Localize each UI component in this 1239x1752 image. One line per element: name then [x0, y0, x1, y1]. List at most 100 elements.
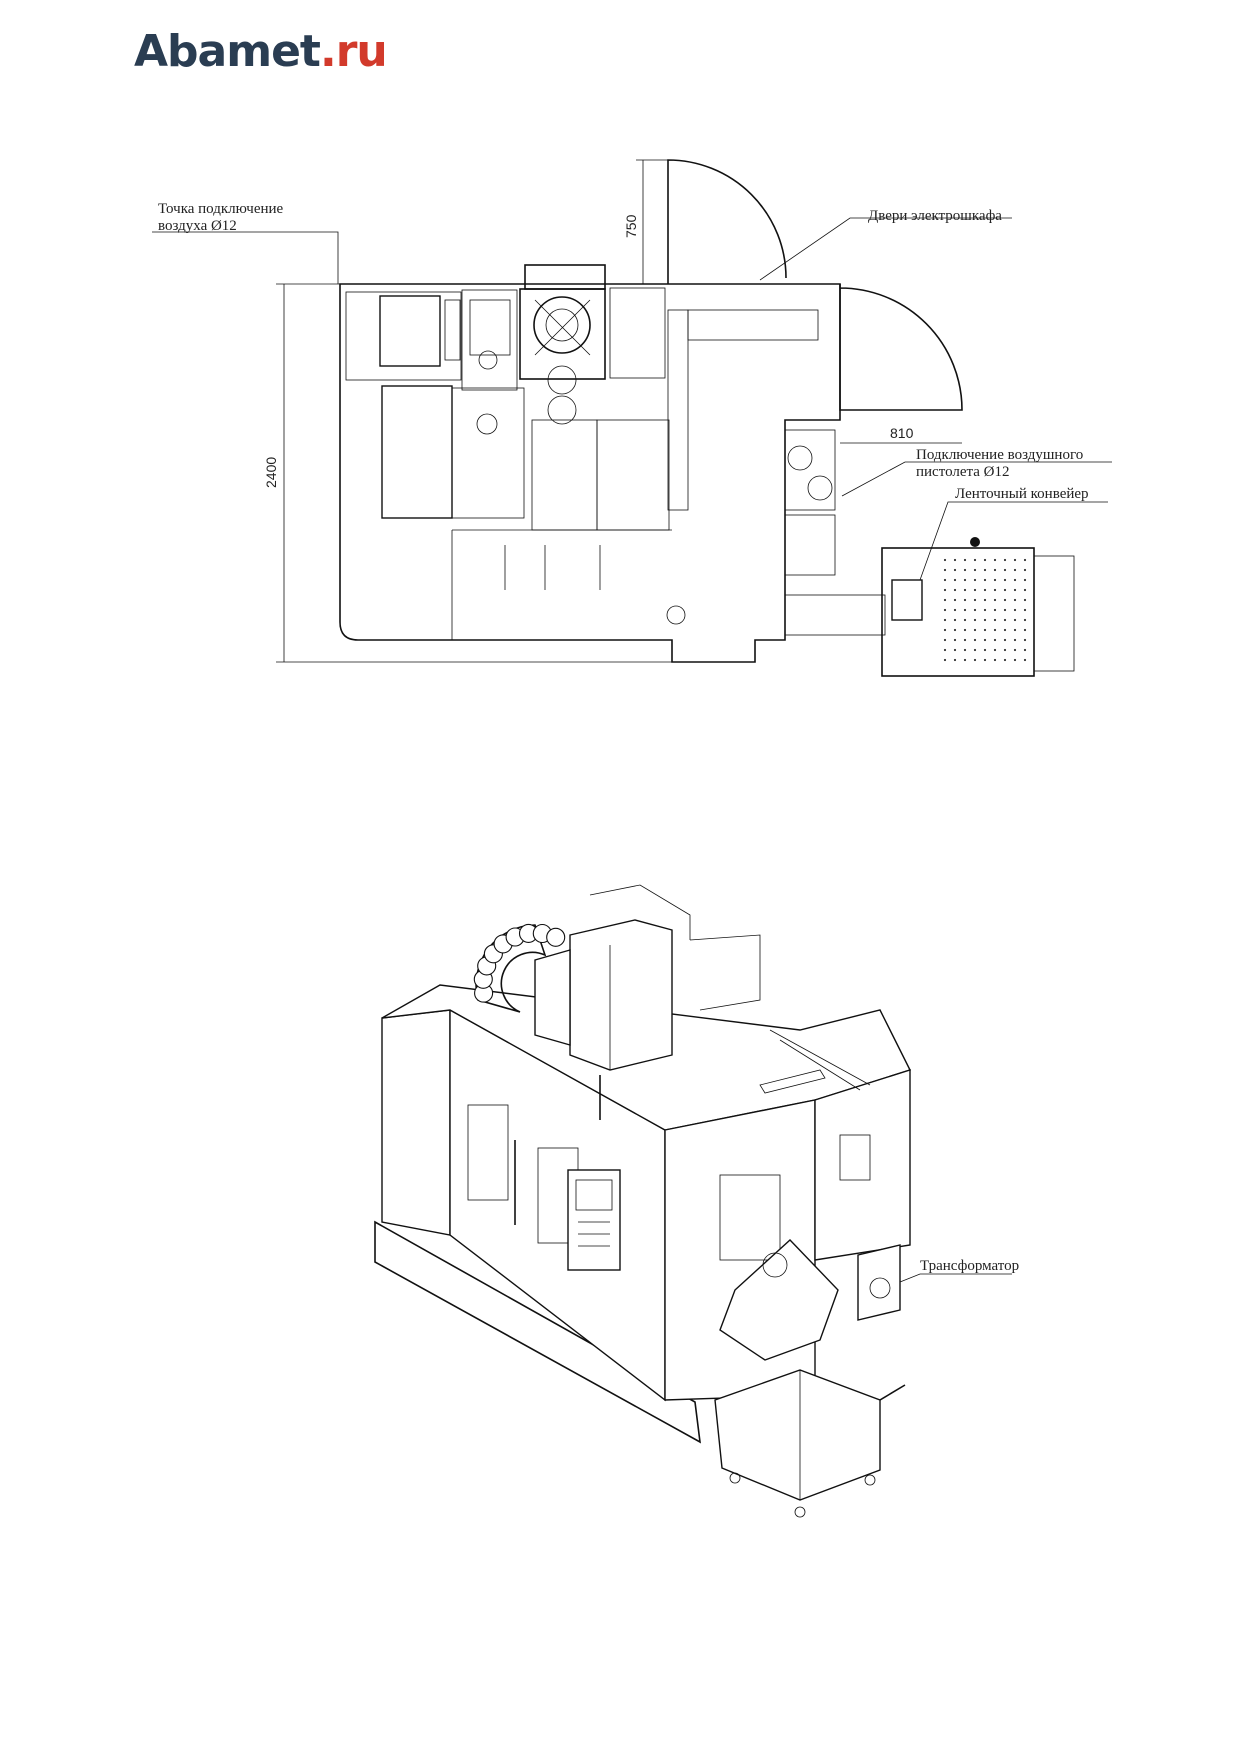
perforation-dot — [963, 618, 967, 622]
perforation-dot — [983, 638, 987, 642]
conveyor-belt — [784, 594, 886, 636]
dim-value-2400: 2400 — [263, 457, 279, 488]
conveyor-marker — [970, 537, 980, 547]
perforation-dot — [953, 628, 957, 632]
conveyor-end — [1033, 555, 1075, 672]
tool-magazine-pockets — [473, 923, 566, 1003]
perforation-dot — [953, 598, 957, 602]
perforation-dot — [973, 648, 977, 652]
perforation-dot — [973, 618, 977, 622]
access-hatch — [839, 1134, 871, 1181]
fan-circle — [787, 445, 813, 471]
perforation-dot — [1003, 628, 1007, 632]
perforation-dot — [1013, 558, 1017, 562]
perforation-dot — [1003, 608, 1007, 612]
perforation-dot — [953, 638, 957, 642]
top-slot — [759, 1069, 826, 1094]
perforation-dot — [1023, 638, 1027, 642]
perforation-dot — [943, 618, 947, 622]
compartment — [451, 387, 525, 519]
perforation-dot — [993, 648, 997, 652]
column — [667, 309, 689, 511]
column-side — [534, 949, 571, 1046]
plan-view: Точка подключение воздуха Ø12 Двери элек… — [152, 159, 1112, 677]
right-side-panel — [814, 1069, 911, 1261]
perforation-dot — [1013, 568, 1017, 572]
tool-pocket — [546, 927, 566, 947]
perforation-dot — [943, 598, 947, 602]
compartment — [469, 299, 511, 356]
perforation-dot — [1003, 578, 1007, 582]
compartment — [609, 287, 666, 379]
chip-conveyor — [719, 1239, 839, 1361]
perforation-dot — [943, 578, 947, 582]
perforation-dot — [983, 658, 987, 662]
bay-line — [504, 545, 601, 590]
spindle-column — [569, 919, 673, 1071]
connector-circle — [666, 605, 686, 625]
perforation-dot — [963, 648, 967, 652]
leader-conveyor — [919, 501, 1108, 581]
perforation-dot — [973, 568, 977, 572]
perforation-dot — [953, 578, 957, 582]
perforation-dot — [973, 558, 977, 562]
perforation-dot — [1013, 608, 1017, 612]
electro-section — [784, 429, 836, 511]
perforation-dot — [963, 588, 967, 592]
perforation-dot — [983, 618, 987, 622]
perforation-dot — [993, 618, 997, 622]
perforation-dot — [973, 628, 977, 632]
perforation-dot — [943, 608, 947, 612]
label-air-point-1: Точка подключение — [158, 201, 284, 217]
label-transformer: Трансформатор — [920, 1258, 1019, 1274]
cabinet-strip — [687, 309, 819, 341]
perforation-dot — [1023, 598, 1027, 602]
connector-circle — [478, 350, 498, 370]
rear-frame — [589, 884, 691, 940]
leader-air-gun — [841, 461, 1112, 497]
perforation-dot — [1023, 628, 1027, 632]
perforation-dot — [963, 598, 967, 602]
spindle-cross — [534, 299, 591, 356]
control-screen — [575, 1179, 613, 1211]
perforation-dot — [1003, 618, 1007, 622]
perforation-dot — [953, 558, 957, 562]
door-swing-arc — [667, 159, 787, 284]
leader-air-point — [152, 231, 339, 284]
perforation-dot — [973, 578, 977, 582]
perforation-dot — [993, 658, 997, 662]
perforation-dot — [1013, 598, 1017, 602]
perforation-dot — [943, 638, 947, 642]
bin-wheel — [864, 1474, 876, 1486]
label-conveyor: Ленточный конвейер — [955, 486, 1089, 502]
perforation-dot — [973, 638, 977, 642]
perforation-dot — [943, 588, 947, 592]
perforation-dot — [1013, 628, 1017, 632]
dim-value-750: 750 — [623, 214, 639, 238]
perforation-dot — [1003, 568, 1007, 572]
perforation-dot — [1003, 558, 1007, 562]
rear-frame — [689, 934, 761, 1011]
perforation-dot — [1023, 558, 1027, 562]
perforation-dot — [983, 588, 987, 592]
electro-section — [784, 514, 836, 576]
logo-tld: ru — [335, 26, 388, 77]
label-air-point-2: воздуха Ø12 — [158, 218, 237, 234]
perforation-dot — [973, 588, 977, 592]
perforation-dot — [1013, 578, 1017, 582]
perforation-dot — [983, 568, 987, 572]
abamet-logo: Abamet.ru — [134, 30, 388, 74]
door-window-left — [467, 1104, 509, 1201]
leader-cabinet-doors — [759, 217, 1012, 281]
bin-wheel — [794, 1506, 806, 1518]
perforation-dot — [1003, 638, 1007, 642]
perforation-dot — [993, 578, 997, 582]
fan-circle — [807, 475, 833, 501]
perforation-dot — [943, 658, 947, 662]
perforation-dot — [983, 648, 987, 652]
perforation-dot — [943, 568, 947, 572]
logo-dot: . — [319, 26, 337, 77]
perforation-dot — [993, 608, 997, 612]
table-block — [381, 385, 453, 519]
control-panel — [567, 1169, 621, 1271]
